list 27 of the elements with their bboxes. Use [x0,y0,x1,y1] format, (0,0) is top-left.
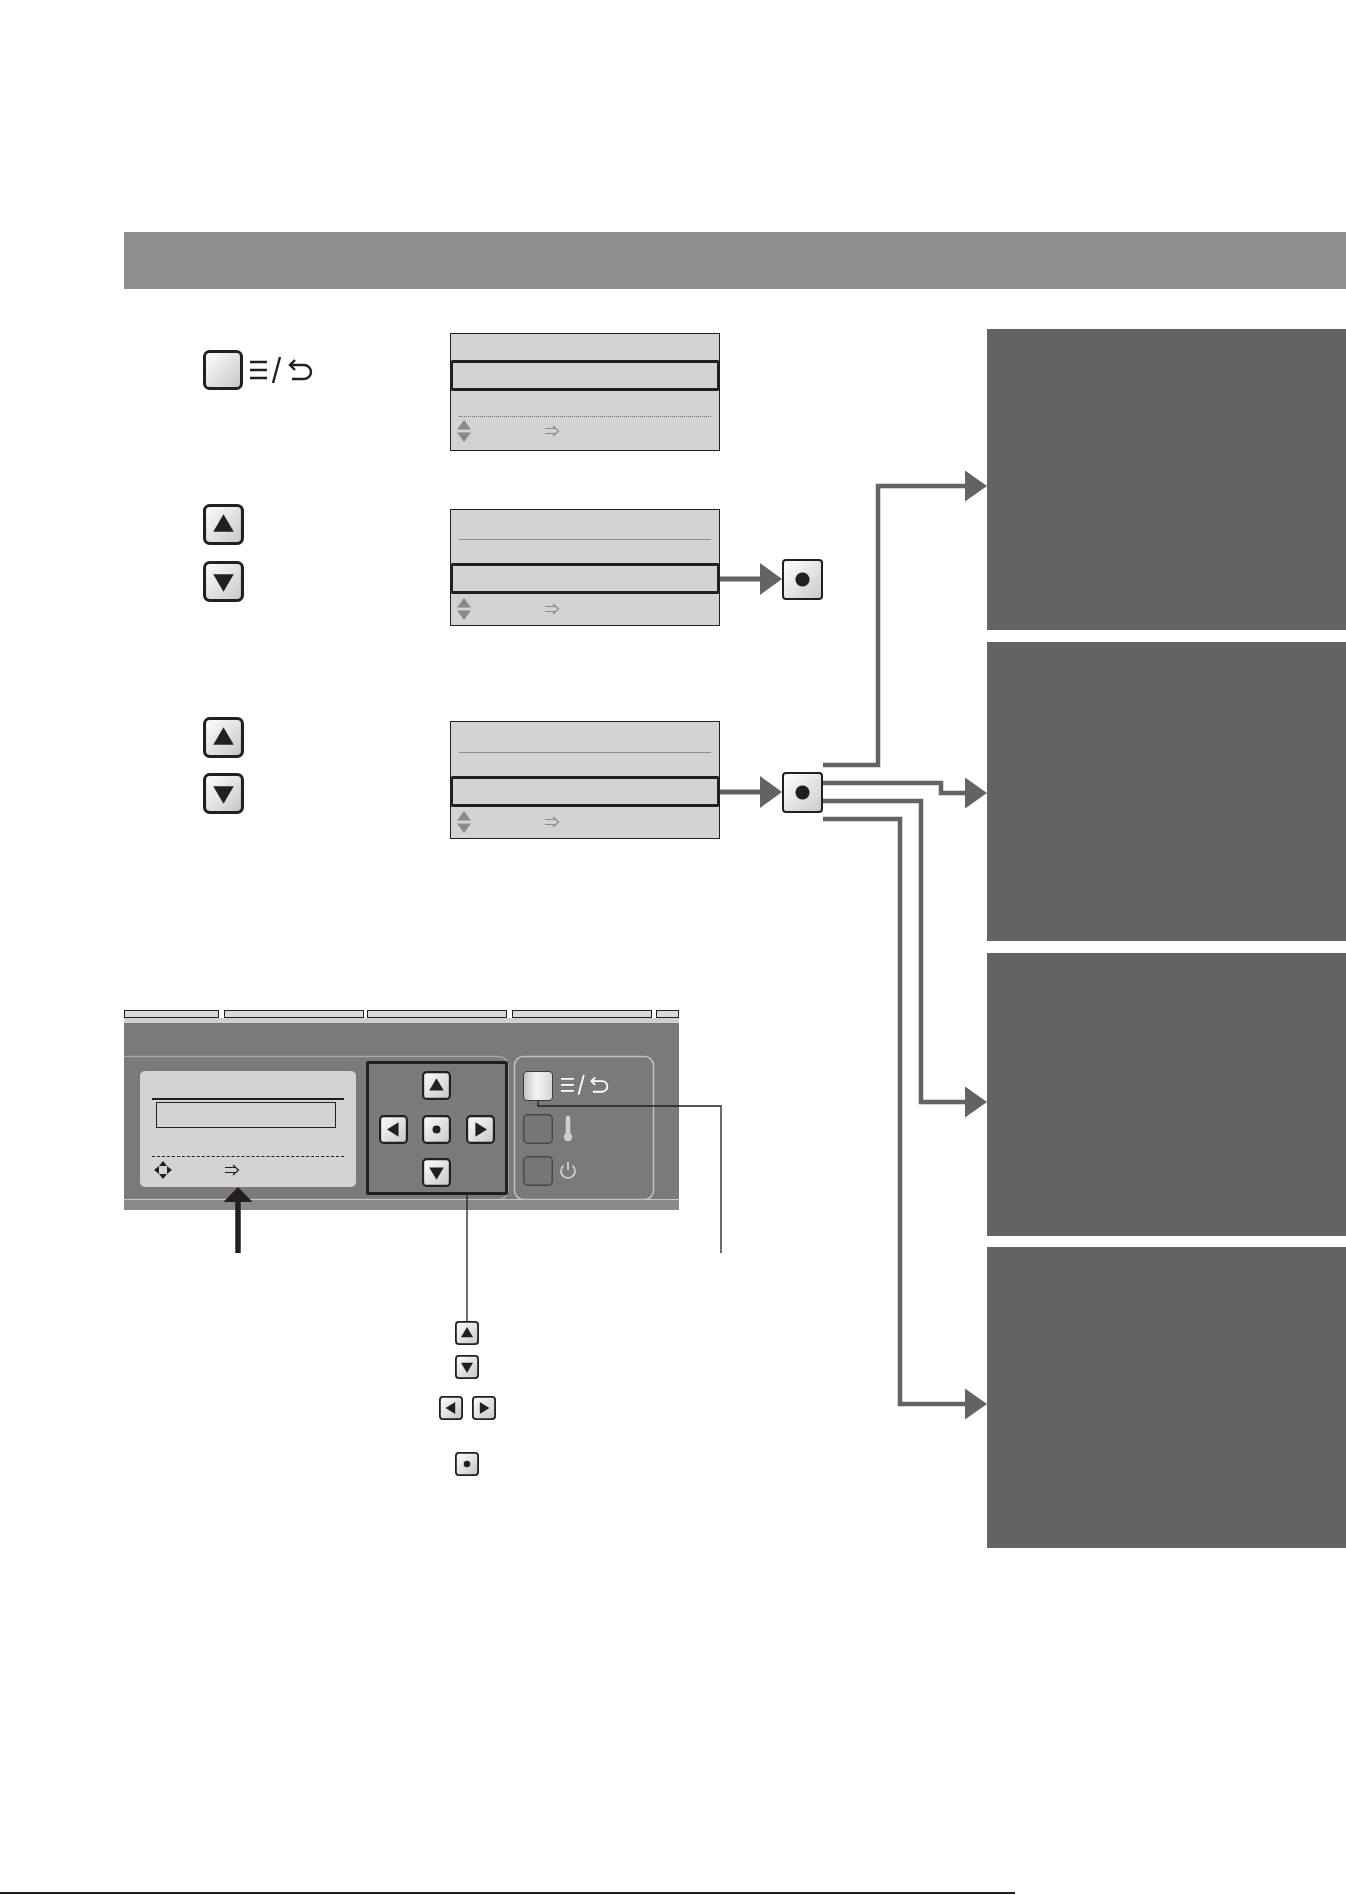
leader-line [466,1194,468,1322]
menu-row-field [156,1102,336,1128]
leader-line [537,1100,722,1254]
arrow [823,816,987,1420]
arrow [223,1187,253,1253]
arrow [823,798,987,1118]
lcd-screen [450,509,720,626]
lcd-screen [450,333,720,451]
menu-key [523,1071,553,1101]
content-block [987,953,1346,1236]
selection-bar [450,563,720,594]
arrow [823,777,987,809]
control-panel-illustration [124,1010,679,1210]
content-block [987,329,1346,630]
arrow [720,776,782,808]
ok-button [782,772,823,813]
selection-bar [450,776,720,807]
panel-display [140,1071,356,1187]
up-key-icon [455,1321,479,1345]
content-block [987,1247,1346,1548]
arrow-keypad [366,1061,508,1195]
arrow [823,470,987,768]
lcd-screen [450,721,720,839]
ok-button [782,559,823,600]
content-block [987,642,1346,941]
selection-bar [450,360,720,391]
arrow [720,563,782,595]
